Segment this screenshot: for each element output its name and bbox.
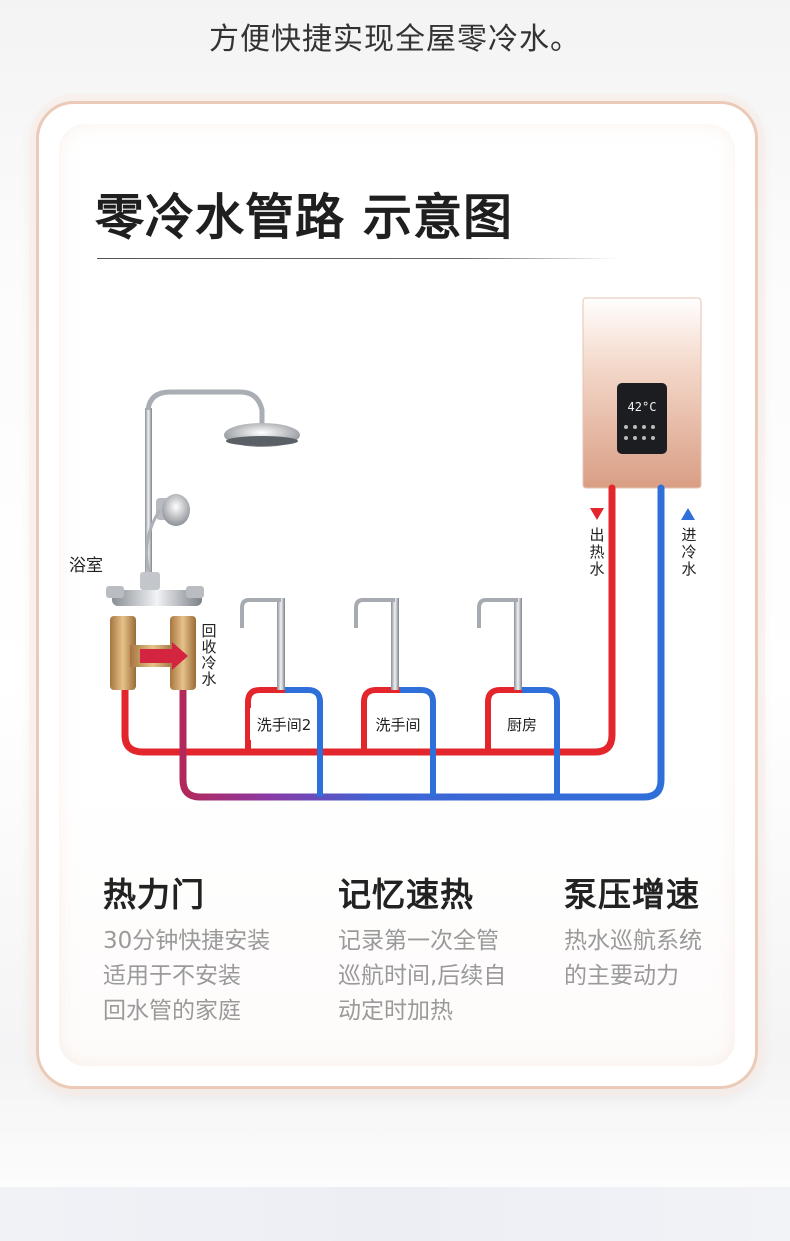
sink-label-box (367, 708, 429, 740)
heater-key-icon (633, 425, 637, 429)
vertical-label-char: 水 (681, 560, 696, 578)
vertical-label-char: 收 (201, 638, 216, 656)
intro-text: 方便快捷实现全屋零冷水。 (209, 22, 581, 57)
vertical-label-char: 热 (589, 543, 604, 561)
heater-key-icon (642, 436, 646, 440)
heater-key-icon (642, 425, 646, 429)
diagram-title: 零冷水管路 示意图 (95, 189, 514, 246)
heater-key-icon (651, 425, 655, 429)
feature-title: 泵压增速 (564, 875, 700, 914)
feature-thermal-valve: 热力门 30分钟快捷安装 适用于不安装 回水管的家庭 (103, 868, 270, 1029)
label-cold-in: 进冷水 (681, 526, 696, 578)
feature-title: 记忆速热 (338, 875, 474, 914)
cold-branch-pipe (285, 687, 323, 797)
shower-set (106, 389, 300, 690)
feature-desc-line: 的主要动力 (564, 963, 679, 989)
feature-title: 热力门 (103, 875, 205, 914)
feature-pump-boost: 泵压增速 热水巡航系统 的主要动力 (564, 868, 702, 994)
sink-label-box (250, 708, 316, 740)
cold-in-arrow-icon (681, 508, 695, 520)
feature-desc-line: 回水管的家庭 (103, 998, 241, 1024)
vertical-label-char: 冷 (681, 543, 696, 561)
heater-display-readout: 42°C (628, 400, 657, 414)
brass-valve (110, 616, 136, 690)
sink-label-washroom-2: 洗手间2 (257, 716, 312, 734)
title-divider (97, 258, 617, 259)
vertical-label-char: 进 (681, 526, 696, 544)
hot-branch-pipe (485, 687, 522, 752)
vertical-label-char: 水 (589, 560, 604, 578)
sink-faucet (477, 598, 522, 690)
hand-shower-icon (162, 494, 190, 526)
label-bathroom: 浴室 (69, 556, 103, 576)
feature-desc-line: 30分钟快捷安装 (103, 928, 271, 954)
heater-control-panel (617, 383, 667, 454)
sink-label-box (492, 708, 552, 740)
sink-faucet (354, 598, 399, 690)
heater-key-icon (624, 436, 628, 440)
vertical-label-char: 回 (201, 622, 216, 640)
feature-desc-line: 动定时加热 (338, 998, 453, 1024)
feature-desc-line: 热水巡航系统 (564, 928, 702, 954)
heater-key-icon (651, 436, 655, 440)
cold-branch-pipe (400, 687, 436, 797)
water-heater: 42°C (582, 297, 702, 489)
heater-key-icon (633, 436, 637, 440)
bottom-strip (0, 1187, 790, 1241)
heater-key-icon (624, 425, 628, 429)
hot-branch-pipe (245, 687, 285, 752)
feature-desc-line: 巡航时间,后续自 (338, 963, 507, 989)
hot-water-pipe (121, 484, 616, 756)
feature-memory-heating: 记忆速热 记录第一次全管 巡航时间,后续自 动定时加热 (338, 868, 506, 1029)
sink-label-kitchen: 厨房 (507, 716, 537, 734)
vertical-label-char: 水 (201, 670, 216, 688)
cold-return-pipe (179, 484, 665, 801)
cold-branch-pipe (522, 687, 560, 797)
vertical-label-char: 冷 (201, 654, 216, 672)
vertical-label-char: 出 (589, 526, 604, 544)
hot-branch-pipe (361, 687, 400, 752)
diagram-card (36, 101, 758, 1089)
return-arrow-icon (140, 642, 188, 670)
hot-out-arrow-icon (590, 508, 604, 520)
feature-desc-line: 记录第一次全管 (338, 928, 499, 954)
sink-label-washroom: 洗手间 (375, 716, 420, 734)
sink-faucet (240, 598, 285, 690)
label-hot-out: 出热水 (589, 526, 604, 578)
feature-desc-line: 适用于不安装 (103, 963, 241, 989)
